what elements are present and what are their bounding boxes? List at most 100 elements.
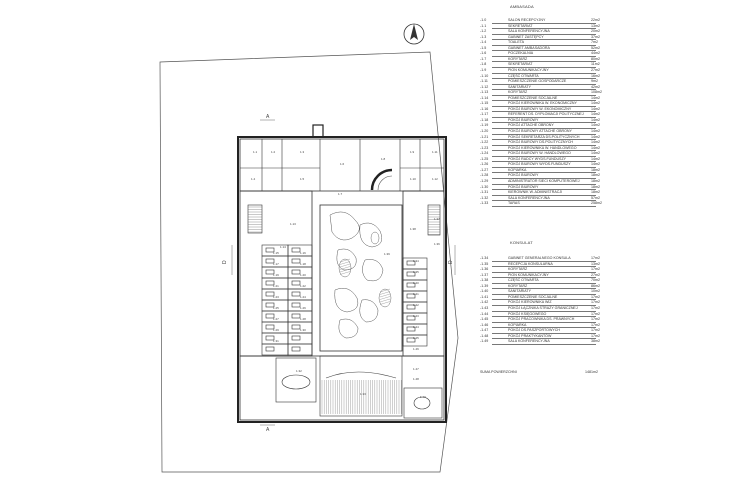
room-name: POKÓJ ŁĄCZNIKA STRAŻY GRANICZNEJ (508, 305, 578, 310)
room-number: -1.20 (480, 129, 489, 133)
room-number: -1.32 (480, 195, 489, 200)
room-tag: 1.2 (271, 150, 276, 154)
room-tag: 1.21 (273, 284, 279, 288)
room-name: SEKRETARIAT (508, 23, 533, 28)
room-number: -1.49 (480, 339, 489, 344)
hatched-beds (338, 231, 392, 308)
leader-line (492, 61, 596, 63)
desk (406, 260, 416, 266)
north-arrow-icon (403, 23, 425, 45)
room-tag: 1.12 (432, 177, 438, 181)
room-name: POKÓJ KSIĘGOWEGO (508, 311, 547, 316)
room-number: -1.12 (480, 84, 489, 89)
room-number: -1.18 (480, 117, 489, 122)
room-number: -1.11 (480, 79, 488, 84)
room-area: 22m2 (591, 18, 600, 22)
office-room (287, 343, 313, 356)
leader-line (492, 144, 596, 146)
room-number: -1.38 (480, 278, 489, 283)
leader-line (492, 55, 596, 57)
room-name: CZĘŚĆ OTWARTA (508, 73, 539, 78)
site-boundary (159, 51, 459, 473)
room-tag: 1.24 (300, 295, 306, 299)
leader-line (492, 78, 596, 80)
room-area: 27m2 (591, 67, 600, 72)
leader-line (492, 66, 596, 68)
leader-line (492, 116, 596, 118)
leader-line (492, 183, 596, 185)
room-tag: 1.37 (434, 217, 440, 221)
room-tag: 1.14 (280, 245, 286, 249)
room-area: 42m2 (591, 84, 600, 89)
room-tag: 1.32 (296, 369, 302, 373)
leader-line (492, 271, 596, 273)
room-number: -1.24 (480, 151, 489, 156)
leader-line (492, 122, 596, 124)
room-area: 38m2 (591, 339, 600, 344)
room-name: POKÓJ KIEROWNIKA W. HANDLOWEGO (508, 145, 577, 150)
room-name: POKÓJ KIEROWNIKA W. EKONOMICZNY (508, 101, 577, 106)
room-name: KOPIARKA (508, 322, 527, 327)
room-area: 17m2 (591, 267, 600, 272)
room-tag: 1.45 (413, 336, 419, 340)
conference-room-right (403, 387, 443, 419)
tower-element (312, 124, 324, 138)
room-name: POKÓJ BIUROWY (508, 184, 539, 189)
room-number: -1.27 (480, 167, 489, 172)
room-number: -1.9 (480, 67, 487, 72)
room-tag: 1.22 (300, 284, 306, 288)
room-tag: 1.43 (413, 314, 419, 318)
room-area: 14m2 (591, 140, 600, 145)
room-name: POMIESZCZENIE SOCJALNE (508, 294, 558, 299)
room-number: -1.44 (480, 311, 489, 316)
room-name: POKÓJ KIEROWNIKA WIZ (508, 300, 552, 305)
area-total-label: SUMA POWIERZCHNI (480, 370, 517, 374)
room-area: 14m2 (591, 95, 600, 100)
room-area: 18m2 (591, 178, 600, 183)
hatch-line (379, 293, 391, 298)
hatch-line (379, 291, 391, 295)
conference-room-left (275, 357, 317, 403)
leader-line (492, 304, 596, 306)
leader-line (492, 44, 596, 46)
office-room (402, 334, 428, 347)
room-tag: 1.5 (300, 177, 305, 181)
room-number: -1.8 (480, 62, 487, 67)
desk (406, 337, 416, 343)
room-tag: 1.7 (338, 192, 343, 196)
room-area: 14m2 (591, 162, 600, 167)
room-name: SALA KONFERENCYJNA (508, 29, 550, 34)
section-letter-right: D (448, 260, 454, 264)
room-number: -1.34 (480, 256, 489, 260)
room-tag: 1.39 (384, 252, 390, 256)
room-name: GABINET GENERALNEGO KONSULA (508, 256, 571, 260)
room-name: POKÓJ BIUROWY WYDS.FUNDUSZY (508, 162, 571, 167)
desk (406, 326, 416, 332)
area-total: SUMA POWIERZCHNI 1481m2 (480, 370, 598, 376)
leader-line (492, 194, 596, 196)
legend-row: -1.9 PION KOMUNIKACYJNY 27m2 (480, 68, 720, 74)
room-area: 17m2 (591, 294, 600, 299)
leader-line (492, 327, 596, 329)
room-tag: 1.11 (432, 150, 438, 154)
room-name: KORYTARZ (508, 90, 528, 95)
room-tag: 1.3 (300, 150, 305, 154)
room-name: ADMINISTRATOR SIECI KOMPUTEROWEJ (508, 178, 580, 183)
room-name: PION KOMUNIKACYJNY (508, 67, 549, 72)
room-tag: 1.9 (410, 150, 415, 154)
leader-line (492, 321, 596, 323)
room-number: -1.30 (480, 184, 489, 189)
leader-line (492, 139, 596, 141)
right-stair (427, 204, 441, 236)
room-number: -1.14 (480, 95, 489, 100)
